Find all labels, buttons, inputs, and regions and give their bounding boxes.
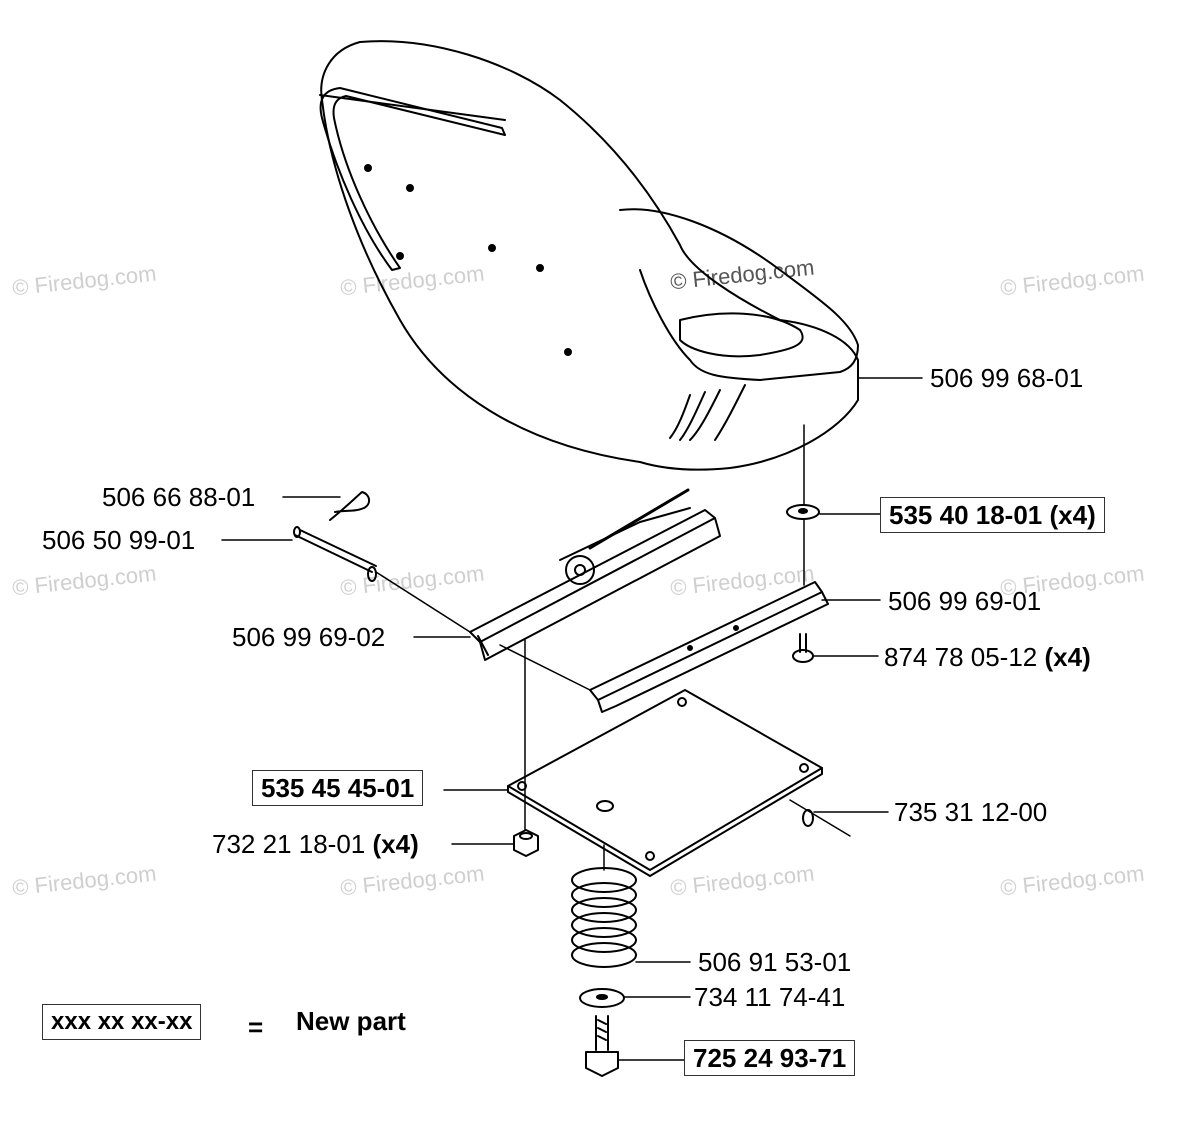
- part-label-pin: 506 50 99-01: [42, 525, 196, 555]
- spring-washer-illustration: [579, 988, 625, 1008]
- mounting-plate-illustration: [507, 689, 823, 877]
- part-label-right-rail: 506 99 69-01: [888, 586, 1042, 616]
- pin-illustration: [293, 526, 377, 582]
- lock-nut-illustration: [513, 829, 539, 857]
- seat-illustration: [319, 40, 859, 471]
- part-label-plate: 535 45 45-01: [252, 770, 424, 806]
- part-label-lock-washer: 735 31 12-00: [894, 797, 1048, 827]
- quantity: (x4): [1049, 500, 1096, 530]
- lock-washer-illustration: [802, 809, 814, 827]
- part-label-hair-pin: 506 66 88-01: [102, 482, 256, 512]
- quantity: (x4): [372, 829, 419, 859]
- left-rail-illustration: [469, 488, 721, 661]
- quantity: (x4): [1044, 642, 1091, 672]
- part-label-left-rail: 506 99 69-02: [232, 622, 386, 652]
- part-number: 535 40 18-01: [889, 500, 1043, 530]
- part-number: 874 78 05-12: [884, 642, 1038, 672]
- leader-lines: [221, 377, 923, 1061]
- part-label-bolt: 725 24 93-71: [684, 1040, 856, 1076]
- part-label-spring: 506 91 53-01: [698, 947, 852, 977]
- part-label-seat: 506 99 68-01: [930, 363, 1084, 393]
- flat-washer-illustration: [786, 504, 820, 520]
- part-label-spring-washer: 734 11 74-41: [694, 982, 846, 1012]
- hair-pin-illustration: [329, 491, 370, 521]
- spring-illustration: [571, 867, 637, 968]
- part-label-screw: 874 78 05-12 (x4): [884, 642, 1091, 672]
- part-label-flat-washer: 535 40 18-01 (x4): [880, 497, 1105, 533]
- right-rail-illustration: [589, 581, 829, 713]
- part-number: 732 21 18-01: [212, 829, 366, 859]
- screw-illustration: [792, 633, 814, 663]
- part-label-lock-nut: 732 21 18-01 (x4): [212, 829, 419, 859]
- bolt-illustration: [585, 1015, 619, 1077]
- legend-sample-box: xxx xx xx-xx: [42, 1004, 202, 1040]
- legend-text: New part: [296, 1006, 406, 1036]
- legend-equals: =: [248, 1012, 264, 1042]
